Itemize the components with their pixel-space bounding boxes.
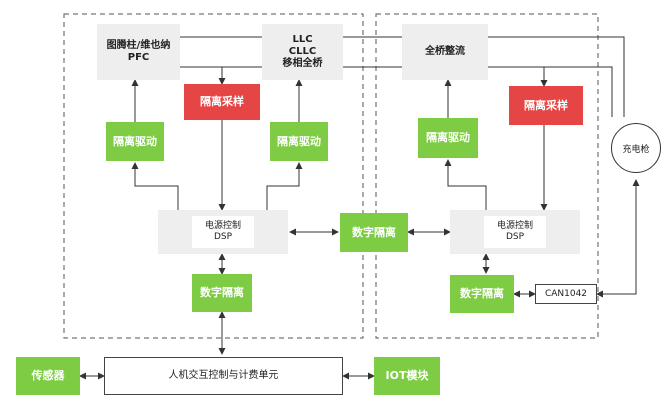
rect-gun-line-a bbox=[488, 36, 625, 117]
left-dsp-chip: 电源控制 DSP bbox=[192, 216, 254, 248]
llc-box: LLC CLLC 移相全桥 bbox=[262, 24, 343, 80]
iot-module: IOT模块 bbox=[374, 357, 440, 395]
right-isolated-sampling: 隔离采样 bbox=[509, 86, 583, 125]
left-isolated-sampling: 隔离采样 bbox=[184, 84, 260, 120]
left-dsp-label: DSP bbox=[213, 232, 233, 242]
left-power-control-dsp: 电源控制 DSP bbox=[158, 210, 288, 254]
rect-gun-line-b bbox=[488, 66, 613, 117]
left-isolated-drive-1: 隔离驱动 bbox=[106, 122, 164, 161]
right-dsp-title: 电源控制 bbox=[496, 221, 533, 231]
left-isolated-drive-2: 隔离驱动 bbox=[270, 122, 328, 161]
charging-gun: 充电枪 bbox=[611, 123, 661, 173]
right-dsp-label: DSP bbox=[505, 232, 525, 242]
pfc-box: 图腾柱/维也纳 PFC bbox=[97, 24, 180, 80]
can-transceiver: CAN1042 bbox=[535, 284, 597, 304]
center-digital-isolation: 数字隔离 bbox=[340, 213, 408, 252]
left-dsp-title: 电源控制 bbox=[204, 221, 241, 231]
hmi-billing-unit: 人机交互控制与计费单元 bbox=[104, 357, 343, 395]
full-bridge-rectifier: 全桥整流 bbox=[402, 24, 488, 80]
right-isolated-drive: 隔离驱动 bbox=[418, 118, 478, 158]
left-digital-isolation: 数字隔离 bbox=[192, 274, 252, 312]
sensor-box: 传感器 bbox=[16, 357, 80, 395]
right-panel-border bbox=[375, 13, 599, 339]
left-panel-border bbox=[63, 13, 364, 339]
right-digital-isolation: 数字隔离 bbox=[450, 275, 514, 313]
right-dsp-chip: 电源控制 DSP bbox=[484, 216, 546, 248]
right-power-control-dsp: 电源控制 DSP bbox=[450, 210, 580, 254]
